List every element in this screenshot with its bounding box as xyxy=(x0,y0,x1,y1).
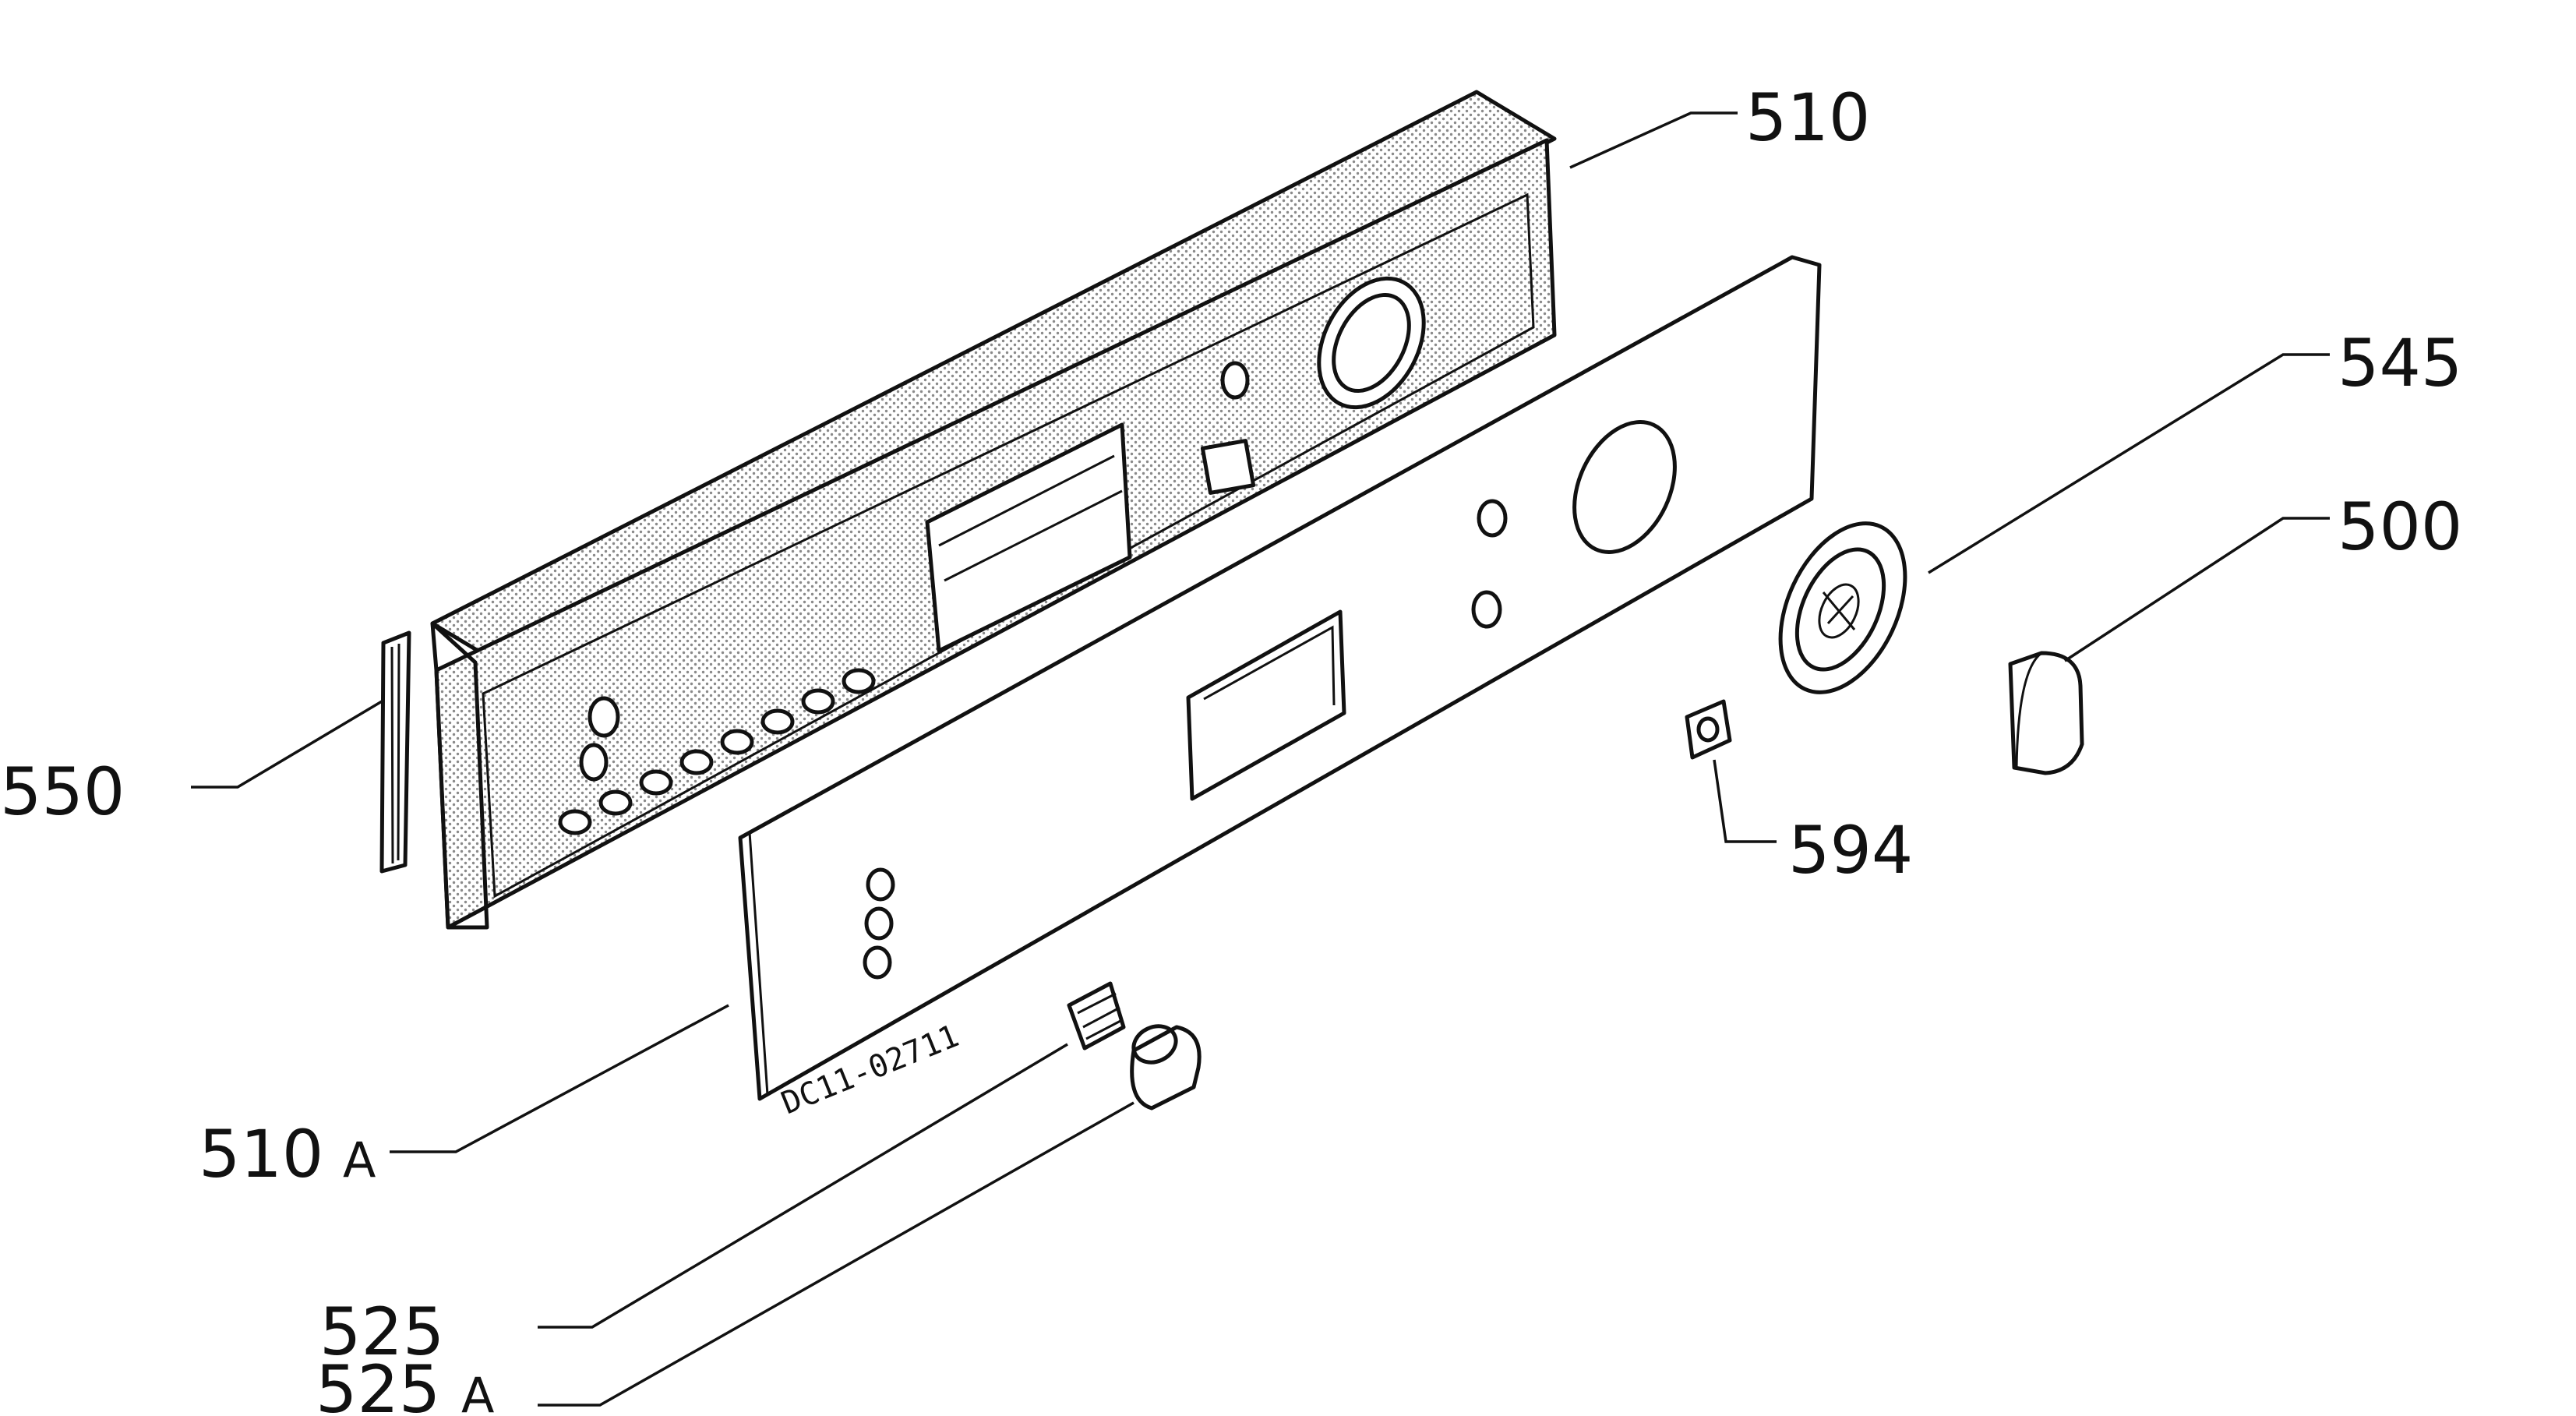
callout-510a: 510 A xyxy=(199,1116,376,1192)
callout-594: 594 xyxy=(1788,812,1913,888)
leader-510 xyxy=(1569,111,1738,169)
fascia-button-row xyxy=(558,668,876,835)
callout-510a-suffix: A xyxy=(343,1132,376,1188)
leader-594 xyxy=(1713,759,1777,843)
callout-510a-number: 510 xyxy=(199,1116,323,1192)
callout-525a-suffix: A xyxy=(461,1367,494,1416)
leader-lines xyxy=(191,111,2330,1407)
callout-550: 550 xyxy=(0,754,125,830)
leader-525 xyxy=(538,1043,1068,1329)
leader-545 xyxy=(1928,353,2330,574)
part-594-clip xyxy=(1685,699,1732,760)
callout-525a: 525 A xyxy=(316,1351,494,1416)
callout-500: 500 xyxy=(2338,489,2462,565)
callout-labels: 510 545 500 594 550 510 A 525 525 A xyxy=(0,79,2462,1416)
plate-display-window xyxy=(1186,609,1346,801)
part-550-end-strip xyxy=(379,630,411,874)
plate-knob-hole xyxy=(1572,420,1677,554)
callout-525: 525 xyxy=(319,1294,444,1370)
callout-545: 545 xyxy=(2338,325,2462,401)
leader-525a xyxy=(538,1101,1134,1407)
leader-510a xyxy=(390,1004,729,1153)
part-545-knob xyxy=(1778,521,1907,694)
part-525a-cap xyxy=(1130,1024,1202,1111)
fascia-knob-aperture xyxy=(1317,276,1426,410)
callout-525a-number: 525 xyxy=(316,1351,440,1416)
part-500-button-cap xyxy=(2008,651,2084,775)
part-525-light-guide xyxy=(1067,981,1126,1051)
callout-510: 510 xyxy=(1745,79,1870,156)
leader-550 xyxy=(191,700,383,789)
part-510-control-panel-fascia xyxy=(430,90,1557,930)
leader-500 xyxy=(2064,517,2330,662)
